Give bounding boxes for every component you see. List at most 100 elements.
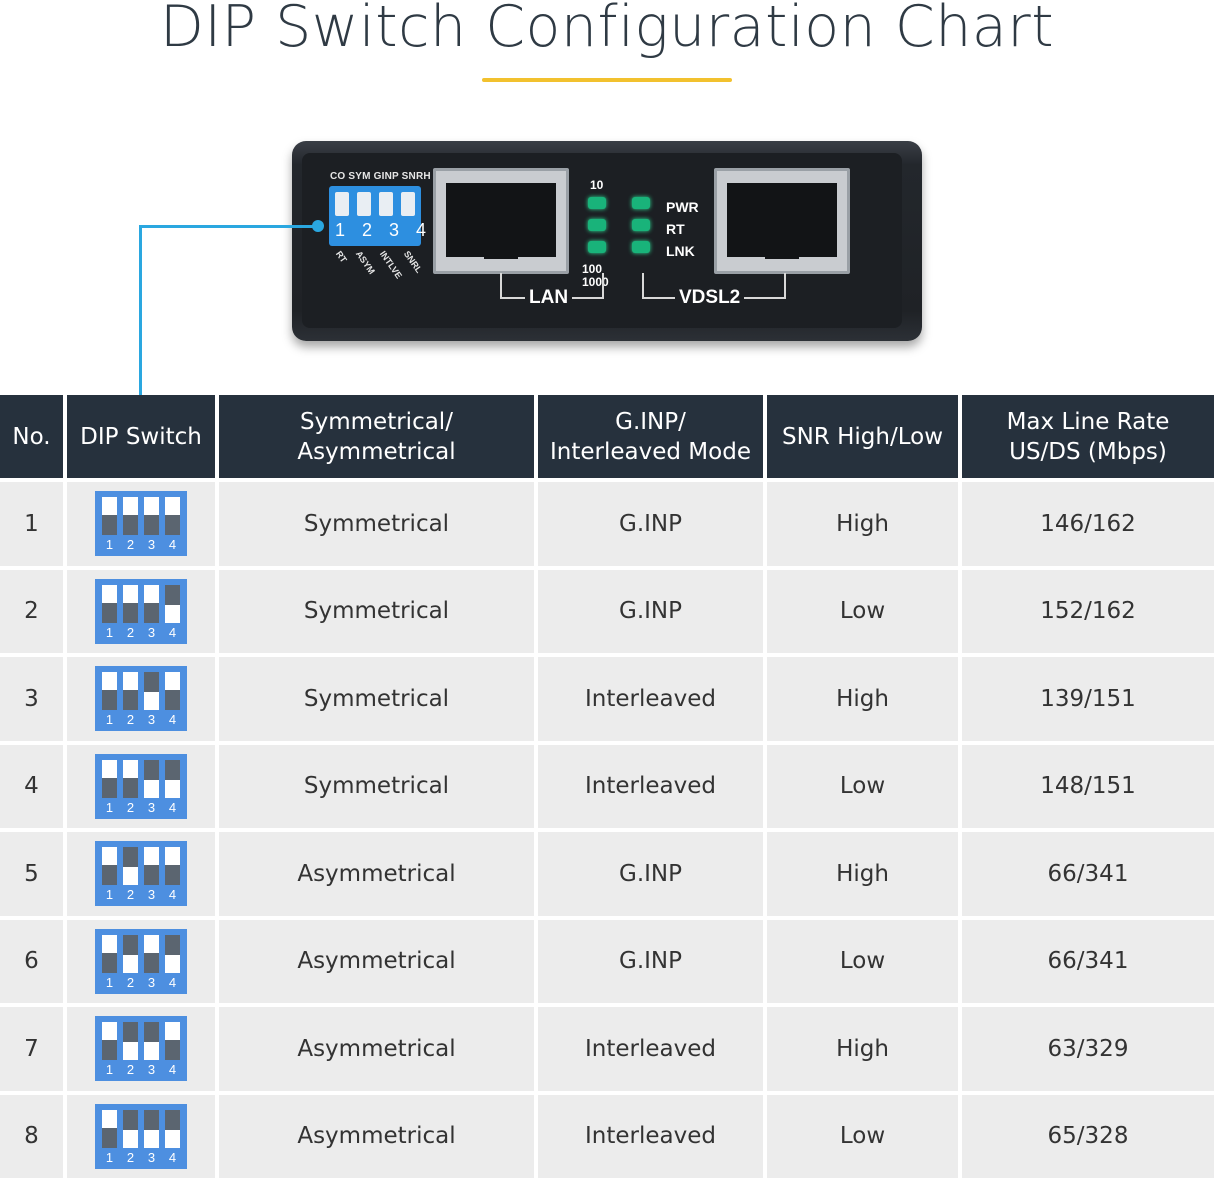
- dip-knob: [165, 847, 180, 866]
- device-image: CO SYM GINP SNRH 1 2 3 4 RT ASYM INTLVE …: [292, 141, 922, 341]
- dip-top-labels: CO SYM GINP SNRH: [330, 171, 431, 182]
- connector-line: [139, 226, 142, 396]
- dip-number: 3: [147, 712, 156, 728]
- cell-no: 7: [0, 1007, 63, 1091]
- dip-knob: [102, 759, 117, 778]
- header-symmetry: Symmetrical/Asymmetrical: [219, 395, 534, 478]
- dip-number: 3: [147, 887, 156, 903]
- led: [632, 219, 650, 231]
- cell-snr: Low: [767, 919, 958, 1003]
- cell-sym: Asymmetrical: [219, 1007, 534, 1091]
- dip-knob: [144, 847, 159, 866]
- title-underline: [482, 78, 732, 82]
- dip-slot: [102, 934, 117, 973]
- dip-slot: [102, 1109, 117, 1148]
- device-front-panel: CO SYM GINP SNRH 1 2 3 4 RT ASYM INTLVE …: [302, 153, 902, 328]
- dip-number: 3: [147, 1062, 156, 1078]
- dip-lever: [357, 192, 371, 216]
- dip-knob: [102, 672, 117, 691]
- led-label-lnk: LNK: [666, 243, 695, 259]
- dip-slot: [144, 1022, 159, 1061]
- cell-rate: 63/329: [962, 1007, 1214, 1091]
- cell-snr: High: [767, 1007, 958, 1091]
- dip-number: 4: [168, 1062, 177, 1078]
- dip-number: 4: [168, 1149, 177, 1165]
- dip-number: 2: [126, 1149, 135, 1165]
- cell-no: 8: [0, 1094, 63, 1178]
- dip-slot: [165, 934, 180, 973]
- dip-numbers: 1 2 3 4: [335, 220, 433, 240]
- cell-rate: 65/328: [962, 1094, 1214, 1178]
- dip-knob: [165, 954, 180, 973]
- led: [632, 197, 650, 209]
- dip-slot: [102, 1022, 117, 1061]
- cell-mode: G.INP: [538, 569, 763, 653]
- vdsl2-port-label: VDSL2: [675, 287, 745, 309]
- led-label-pwr: PWR: [666, 199, 699, 215]
- cell-rate: 148/151: [962, 744, 1214, 828]
- dip-knob: [102, 1022, 117, 1041]
- dip-knob: [123, 867, 138, 886]
- cell-mode: Interleaved: [538, 744, 763, 828]
- dip-knob: [165, 604, 180, 623]
- cell-mode: G.INP: [538, 919, 763, 1003]
- dip-slot: [144, 934, 159, 973]
- dip-number: 2: [126, 887, 135, 903]
- connector-dot: [312, 220, 324, 232]
- dip-slot: [102, 584, 117, 623]
- cell-snr: High: [767, 832, 958, 916]
- lan-port: [433, 168, 569, 274]
- speed-label-100: 100: [582, 262, 603, 276]
- dip-number: 2: [126, 799, 135, 815]
- dip-label-rt: RT: [333, 249, 349, 265]
- cell-sym: Symmetrical: [219, 482, 534, 566]
- dip-slot: [123, 497, 138, 536]
- led: [588, 241, 606, 253]
- dip-knob: [123, 584, 138, 603]
- dip-knob: [102, 847, 117, 866]
- cell-snr: High: [767, 482, 958, 566]
- cell-no: 2: [0, 569, 63, 653]
- dip-number: 2: [126, 712, 135, 728]
- dip-number: 1: [105, 974, 114, 990]
- dip-slot: [165, 497, 180, 536]
- dip-number: 4: [168, 974, 177, 990]
- dip-slot: [123, 584, 138, 623]
- page-title: DIP Switch Configuration Chart: [159, 0, 1055, 60]
- cell-rate: 66/341: [962, 919, 1214, 1003]
- dip-knob: [165, 779, 180, 798]
- dip-label-intlve: INTLVE: [377, 249, 404, 281]
- dip-number: 3: [147, 537, 156, 553]
- dip-knob: [165, 1022, 180, 1041]
- led-label-rt: RT: [666, 221, 685, 237]
- cell-snr: Low: [767, 744, 958, 828]
- dip-label-asym: ASYM: [353, 249, 377, 277]
- dip-number: 1: [105, 887, 114, 903]
- cell-sym: Asymmetrical: [219, 919, 534, 1003]
- cell-mode: Interleaved: [538, 1007, 763, 1091]
- dip-slot: [144, 847, 159, 886]
- dip-number: 1: [105, 537, 114, 553]
- header-no: No.: [0, 395, 63, 478]
- dip-number: 1: [105, 799, 114, 815]
- dip-knob: [144, 584, 159, 603]
- dip-number: 3: [147, 624, 156, 640]
- dip-knob: [165, 672, 180, 691]
- lan-port-label: LAN: [525, 287, 573, 309]
- dip-knob: [102, 497, 117, 516]
- dip-number: 4: [168, 887, 177, 903]
- dip-number: 4: [168, 712, 177, 728]
- dip-slot: [123, 847, 138, 886]
- dip-slot: [165, 1022, 180, 1061]
- dip-knob: [123, 759, 138, 778]
- dip-slot: [144, 1109, 159, 1148]
